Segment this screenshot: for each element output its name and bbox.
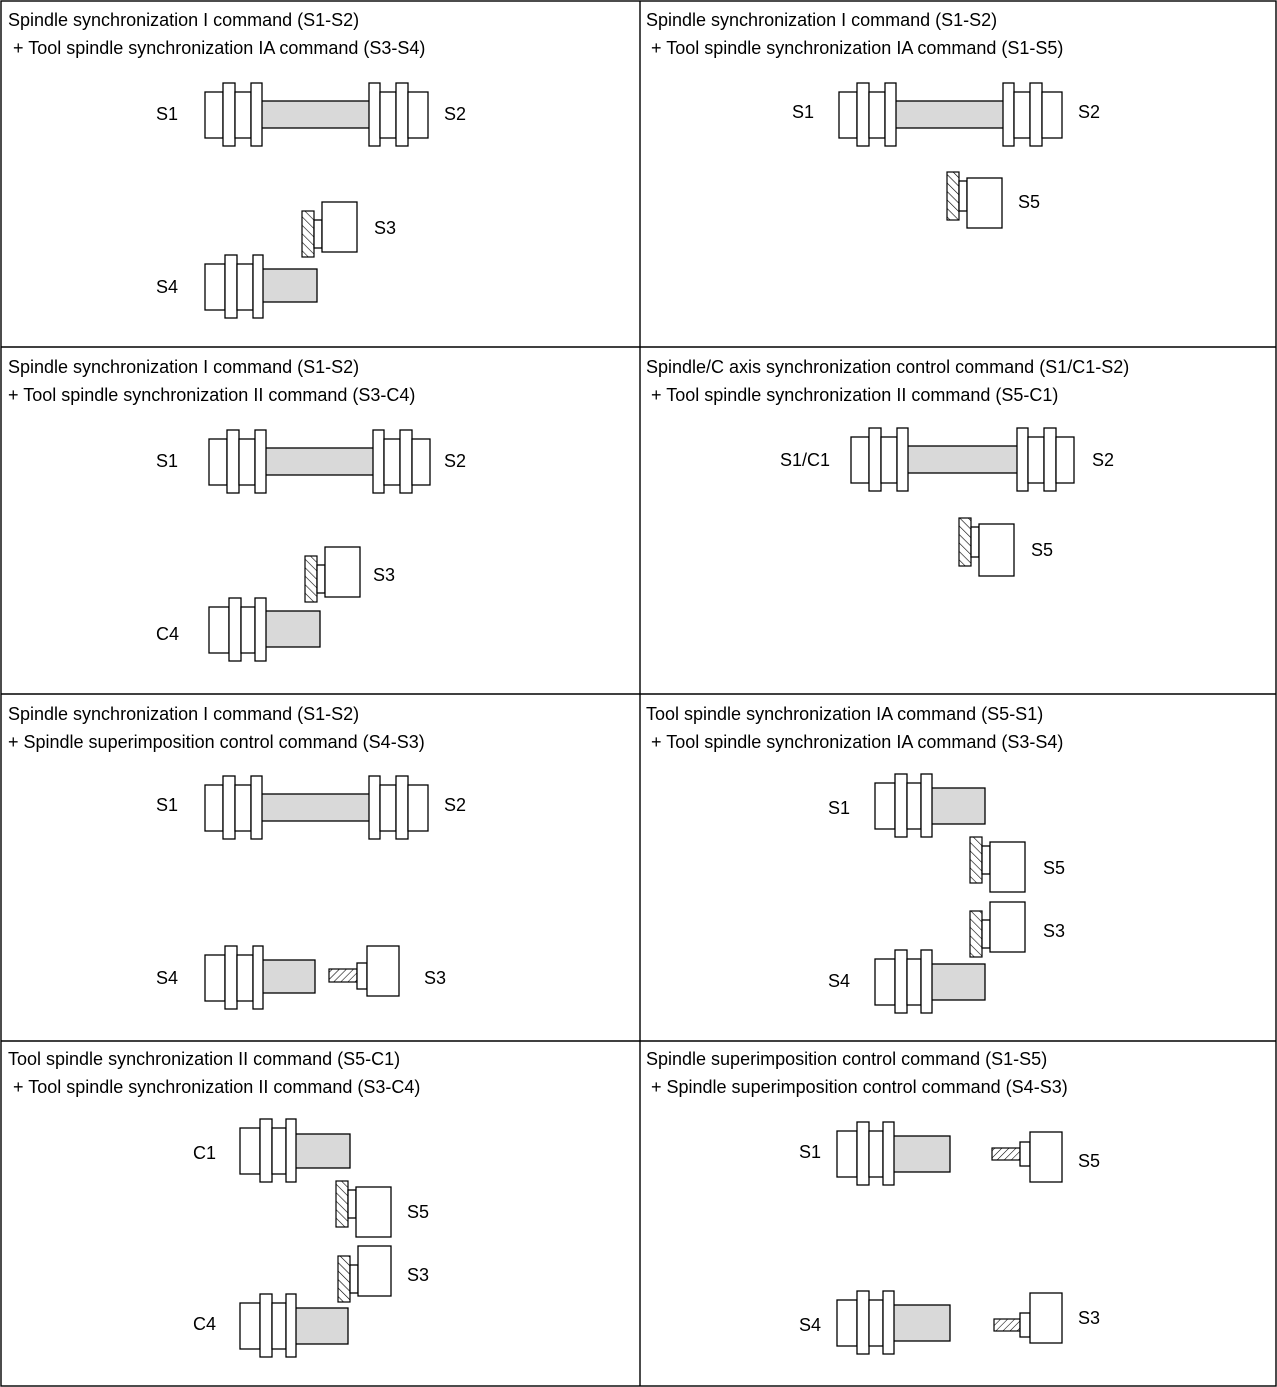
cell-0-label-s1: S1: [156, 104, 178, 124]
cell-2-spindle-c4: [208, 597, 321, 662]
cell-7-label-s4: S4: [799, 1315, 821, 1335]
cell-1-label-s2: S2: [1078, 102, 1100, 122]
cell-3-tool-spindle-s5: [958, 517, 1015, 577]
cell-7-tool-spindle-s5: [991, 1131, 1063, 1183]
cell-6-tool-spindle-s3: [337, 1245, 392, 1303]
cell-2-tool-spindle-s3: [304, 546, 361, 603]
cell-7-spindle-s4: [836, 1290, 951, 1355]
cell-2-label-s1: S1: [156, 451, 178, 471]
cell-7: Spindle superimposition control command …: [646, 1049, 1100, 1355]
cell-1-spindle-s1-s2: [838, 82, 1063, 147]
cell-7-spindle-s1: [836, 1121, 951, 1186]
cell-4-tool-spindle-s3: [328, 945, 400, 997]
cell-5-title-line1: Tool spindle synchronization IA command …: [646, 704, 1043, 724]
cell-6-label-s3: S3: [407, 1265, 429, 1285]
cell-3: Spindle/C axis synchronization control c…: [646, 357, 1129, 577]
cell-3-title-line1: Spindle/C axis synchronization control c…: [646, 357, 1129, 377]
cell-0-title-line1: Spindle synchronization I command (S1-S2…: [8, 10, 359, 30]
cell-0-label-s3: S3: [374, 218, 396, 238]
cell-0-spindle-s1-s2: [204, 82, 429, 147]
cell-3-label-s1c1: S1/C1: [780, 450, 830, 470]
cell-4-spindle-s4: [204, 945, 316, 1010]
cell-5-spindle-s1: [874, 773, 986, 838]
cell-7-title-line2: + Spindle superimposition control comman…: [646, 1077, 1068, 1097]
cell-1-tool-spindle-s5: [946, 171, 1003, 229]
cell-4-title-line2: + Spindle superimposition control comman…: [8, 732, 425, 752]
cell-0-title-line2: + Tool spindle synchronization IA comman…: [8, 38, 425, 58]
cell-4: Spindle synchronization I command (S1-S2…: [8, 704, 466, 1010]
cell-4-label-s4: S4: [156, 968, 178, 988]
cell-5-label-s5: S5: [1043, 858, 1065, 878]
cell-1: Spindle synchronization I command (S1-S2…: [646, 10, 1100, 229]
cell-4-label-s1: S1: [156, 795, 178, 815]
cell-0: Spindle synchronization I command (S1-S2…: [8, 10, 466, 319]
cell-7-title-line1: Spindle superimposition control command …: [646, 1049, 1047, 1069]
cell-0-label-s4: S4: [156, 277, 178, 297]
cell-2-label-s2: S2: [444, 451, 466, 471]
cell-6-title-line1: Tool spindle synchronization II command …: [8, 1049, 400, 1069]
cell-2-label-c4: C4: [156, 624, 179, 644]
cell-2-label-s3: S3: [373, 565, 395, 585]
cell-6-title-line2: + Tool spindle synchronization II comman…: [8, 1077, 420, 1097]
cell-6: Tool spindle synchronization II command …: [8, 1049, 429, 1358]
cell-6-spindle-c1: [239, 1118, 351, 1183]
cell-4-label-s3: S3: [424, 968, 446, 988]
cell-4-title-line1: Spindle synchronization I command (S1-S2…: [8, 704, 359, 724]
cell-3-label-s2: S2: [1092, 450, 1114, 470]
cell-5-label-s4: S4: [828, 971, 850, 991]
cell-0-label-s2: S2: [444, 104, 466, 124]
cell-6-label-c4: C4: [193, 1314, 216, 1334]
cell-2-title-line2: + Tool spindle synchronization II comman…: [8, 385, 415, 405]
cell-5: Tool spindle synchronization IA command …: [646, 704, 1065, 1014]
cell-5-tool-spindle-s5: [969, 836, 1026, 893]
cell-5-tool-spindle-s3: [969, 901, 1026, 958]
cell-0-tool-spindle-s3: [301, 201, 358, 258]
cell-3-title-line2: + Tool spindle synchronization II comman…: [646, 385, 1058, 405]
cell-1-label-s5: S5: [1018, 192, 1040, 212]
cell-7-label-s3: S3: [1078, 1308, 1100, 1328]
cell-7-label-s5: S5: [1078, 1151, 1100, 1171]
cell-5-title-line2: + Tool spindle synchronization IA comman…: [646, 732, 1063, 752]
cell-0-spindle-s4: [204, 254, 318, 319]
cell-3-label-s5: S5: [1031, 540, 1053, 560]
cell-6-tool-spindle-s5: [335, 1180, 392, 1238]
cell-1-title-line1: Spindle synchronization I command (S1-S2…: [646, 10, 997, 30]
cell-4-spindle-s1-s2: [204, 775, 429, 840]
cell-1-title-line2: + Tool spindle synchronization IA comman…: [646, 38, 1063, 58]
cell-6-label-c1: C1: [193, 1143, 216, 1163]
cell-6-spindle-c4: [239, 1293, 349, 1358]
cell-7-label-s1: S1: [799, 1142, 821, 1162]
cell-2-spindle-s1-s2: [208, 429, 431, 494]
cell-2: Spindle synchronization I command (S1-S2…: [8, 357, 466, 662]
cell-1-label-s1: S1: [792, 102, 814, 122]
cell-3-spindle-s1c1-s2: [850, 427, 1075, 492]
cell-2-title-line1: Spindle synchronization I command (S1-S2…: [8, 357, 359, 377]
cell-6-label-s5: S5: [407, 1202, 429, 1222]
cell-5-label-s1: S1: [828, 798, 850, 818]
cell-7-tool-spindle-s3: [993, 1292, 1063, 1344]
cell-5-label-s3: S3: [1043, 921, 1065, 941]
cell-4-label-s2: S2: [444, 795, 466, 815]
cell-5-spindle-s4: [874, 949, 986, 1014]
